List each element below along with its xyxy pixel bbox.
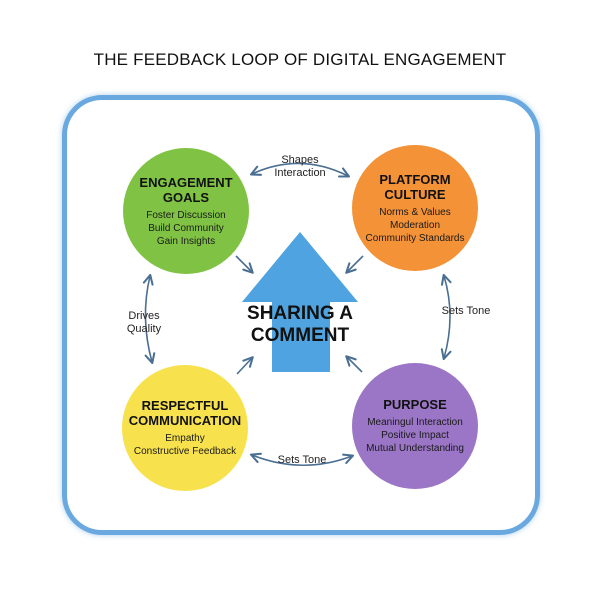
edge-label-bottom: Sets Tone <box>277 454 327 466</box>
center-label: SHARING A COMMENT <box>247 303 353 346</box>
node-item: Build Community <box>148 222 224 234</box>
inward-arrow-culture <box>345 255 364 274</box>
connector-left <box>142 273 156 365</box>
edge-label-right: Sets Tone <box>441 305 491 317</box>
diagram-title: THE FEEDBACK LOOP OF DIGITAL ENGAGEMENT <box>93 50 507 69</box>
node-title: RESPECTFUL COMMUNICATION <box>128 398 242 428</box>
node-respectful-communication: RESPECTFUL COMMUNICATION Empathy Constru… <box>122 365 248 491</box>
node-item: Norms & Values <box>379 206 451 218</box>
node-title: PLATFORM CULTURE <box>379 171 451 202</box>
node-item: Foster Discussion <box>146 209 226 221</box>
node-title: PURPOSE <box>383 397 447 412</box>
node-title: ENGAGEMENT GOALS <box>139 174 233 205</box>
connector-bottom <box>249 452 355 467</box>
inward-arrow-goals <box>235 255 254 274</box>
connector-right <box>440 273 452 361</box>
node-item: Empathy <box>165 433 205 444</box>
node-item: Meaningul Interaction <box>367 417 463 428</box>
edge-label-top: Shapes Interaction <box>274 154 326 179</box>
node-item: Positive Impact <box>381 430 449 441</box>
node-item: Moderation <box>389 219 441 231</box>
edge-label-left: Drives Quality <box>126 310 162 335</box>
node-item: Community Standards <box>365 232 465 244</box>
node-item: Constructive Feedback <box>133 446 237 457</box>
node-engagement-goals: ENGAGEMENT GOALS Foster Discussion Build… <box>123 148 249 274</box>
connector-top <box>249 162 351 178</box>
center-up-arrow <box>242 232 358 372</box>
node-purpose: PURPOSE Meaningul Interaction Positive I… <box>352 363 478 489</box>
inward-arrow-respect <box>236 356 254 375</box>
node-platform-culture: PLATFORM CULTURE Norms & Values Moderati… <box>352 145 478 271</box>
node-item: Mutual Understanding <box>366 443 464 454</box>
inward-arrow-purpose <box>345 355 363 373</box>
loop-frame <box>62 95 540 535</box>
node-item: Gain Insights <box>156 235 216 247</box>
